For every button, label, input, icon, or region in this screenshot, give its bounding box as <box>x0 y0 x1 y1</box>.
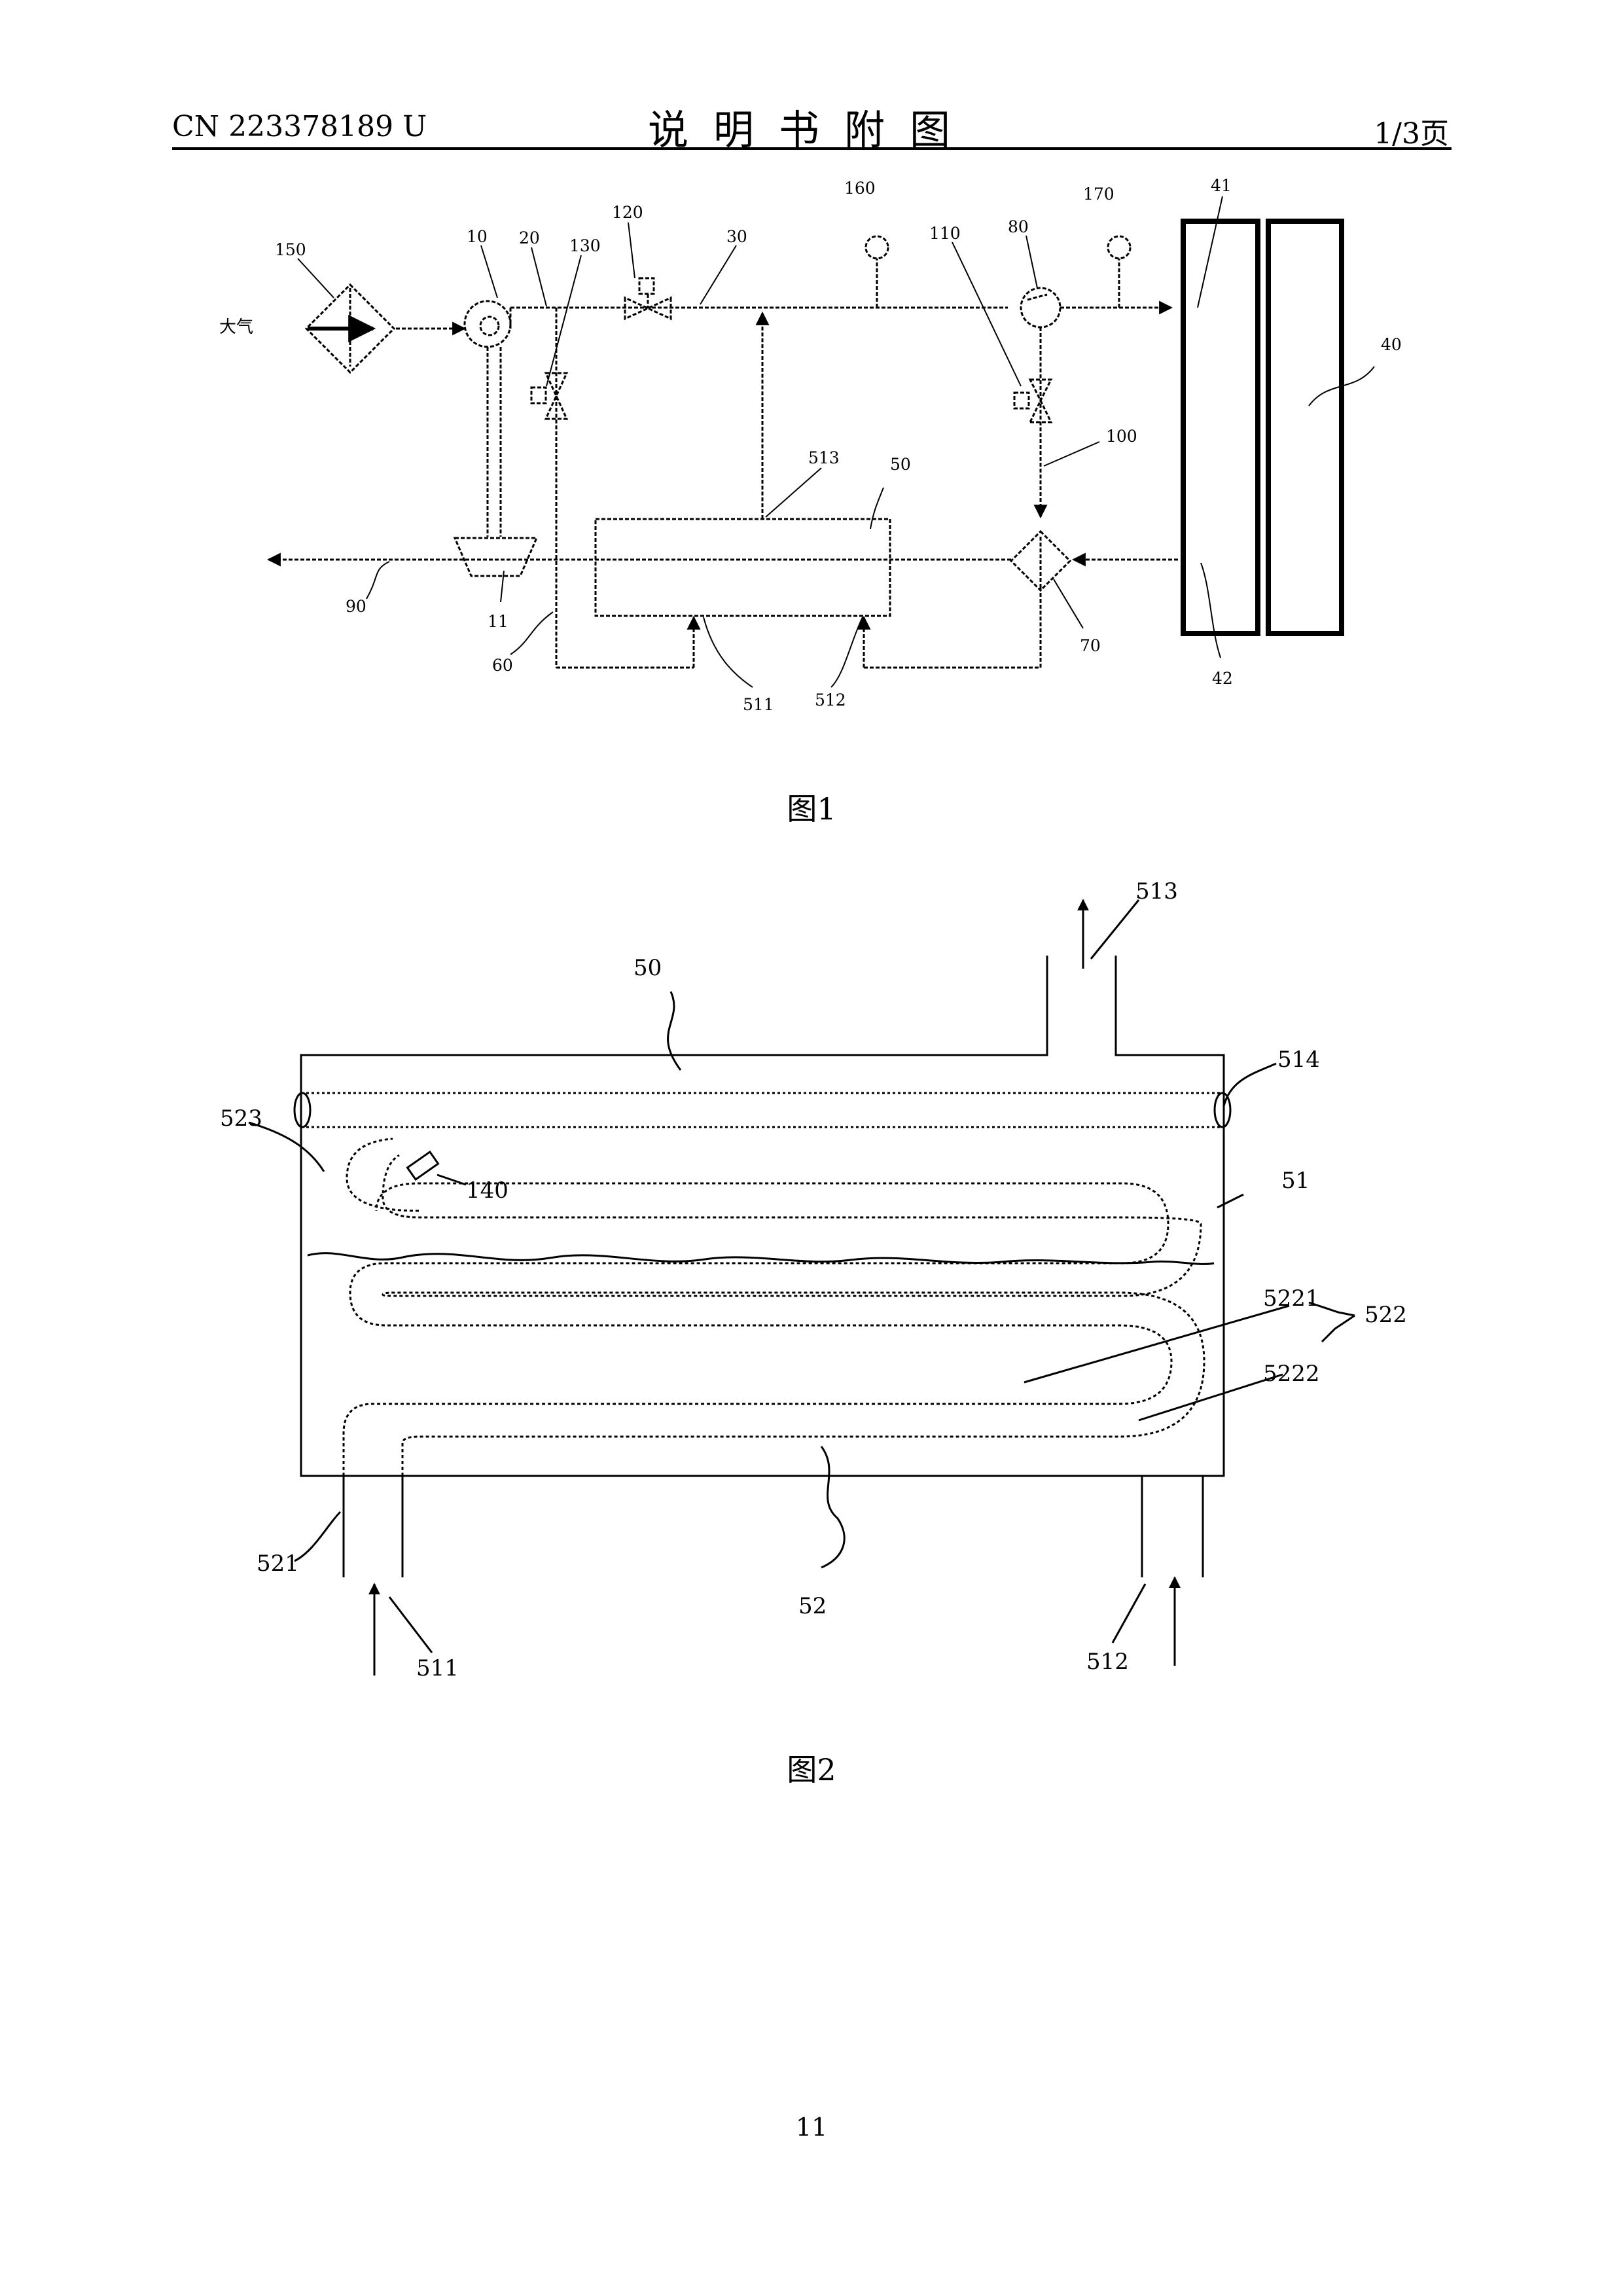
label-170: 170 <box>1083 185 1115 204</box>
label-514: 514 <box>1277 1047 1320 1073</box>
label-70: 70 <box>1080 636 1101 655</box>
figure-1-diagram: 大气 150 10 20 120 130 30 160 110 80 170 4… <box>219 176 1402 714</box>
label-80: 80 <box>1008 217 1029 236</box>
header-rule <box>172 147 1452 150</box>
separator-70 <box>1009 529 1072 592</box>
label-inlet: 大气 <box>219 317 253 337</box>
label-511: 511 <box>743 695 774 714</box>
label-523: 523 <box>220 1105 262 1132</box>
label-10: 10 <box>467 227 488 246</box>
label-11: 11 <box>488 612 508 631</box>
stack-40 <box>1266 219 1344 636</box>
liquid-level <box>307 1252 1215 1265</box>
label-5222: 5222 <box>1263 1361 1320 1387</box>
label-41: 41 <box>1211 176 1232 195</box>
figure-2-caption: 图2 <box>787 1752 836 1787</box>
turbine-11 <box>453 537 539 577</box>
sensor-170 <box>1107 235 1132 260</box>
label-513: 513 <box>1135 878 1178 905</box>
page-of: 1/3页 <box>1374 117 1449 151</box>
page-title: 说明书附图 <box>647 106 975 154</box>
label-40: 40 <box>1381 335 1402 354</box>
label-100: 100 <box>1106 427 1137 446</box>
label-51: 51 <box>1281 1168 1310 1194</box>
label-30: 30 <box>726 227 747 246</box>
coil-52 <box>342 1138 1205 1476</box>
label-52: 52 <box>798 1593 827 1619</box>
label-140: 140 <box>466 1177 508 1204</box>
page-number: 11 <box>795 2113 828 2142</box>
label-150: 150 <box>275 240 306 259</box>
label-512: 512 <box>815 691 846 709</box>
valve-110 <box>1028 378 1053 403</box>
label-60: 60 <box>492 656 513 675</box>
label-513: 513 <box>808 448 840 467</box>
vessel-51 <box>300 956 1225 1477</box>
label-42: 42 <box>1212 669 1233 688</box>
figure-2-diagram: 513 50 514 523 140 51 5221 522 5222 521 … <box>220 878 1407 1681</box>
sensor-160 <box>865 235 889 260</box>
label-90: 90 <box>346 597 366 616</box>
label-522: 522 <box>1364 1302 1407 1328</box>
label-130: 130 <box>569 236 601 255</box>
label-160: 160 <box>844 179 876 198</box>
label-511: 511 <box>416 1655 459 1681</box>
label-521: 521 <box>257 1551 299 1577</box>
figure-1-caption: 图1 <box>787 791 836 827</box>
label-110: 110 <box>929 224 961 243</box>
label-50: 50 <box>633 955 662 981</box>
stack-41-42 <box>1181 219 1260 636</box>
label-50: 50 <box>890 455 911 474</box>
nozzle-140 <box>406 1150 440 1181</box>
label-120: 120 <box>612 203 643 222</box>
label-512: 512 <box>1086 1649 1129 1675</box>
label-5221: 5221 <box>1263 1285 1320 1312</box>
heat-exchanger-50 <box>594 518 891 617</box>
patent-number: CN 223378189 U <box>172 110 427 143</box>
filter-150 <box>304 283 396 374</box>
label-20: 20 <box>519 228 540 247</box>
